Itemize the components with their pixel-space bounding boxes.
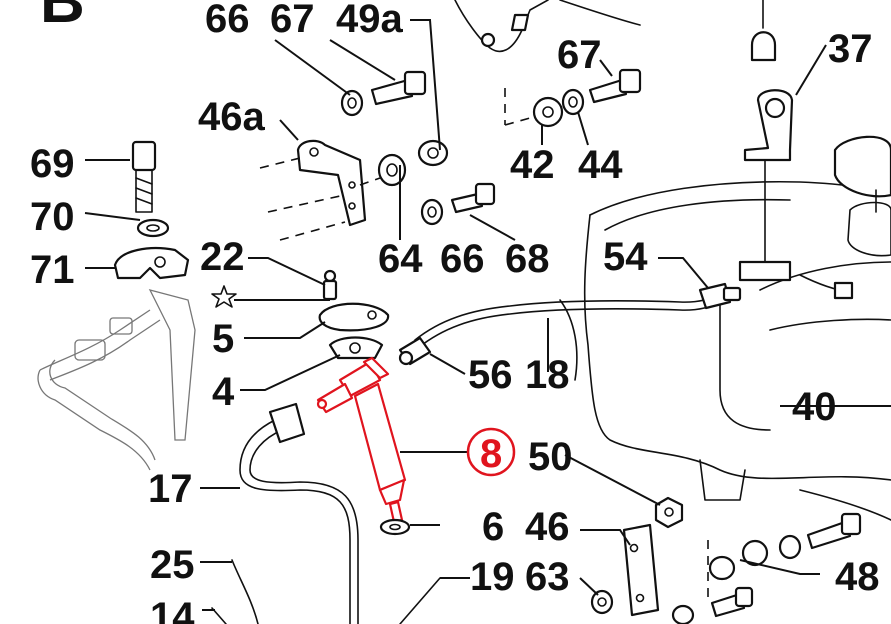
- label-54: 54: [603, 235, 648, 279]
- label-42: 42: [510, 143, 555, 187]
- valve-22: [322, 269, 338, 301]
- spacer-49a: [417, 139, 449, 167]
- label-71: 71: [30, 248, 75, 292]
- label-6: 6: [482, 505, 504, 549]
- label-66b: 66: [440, 237, 485, 281]
- label-67b: 67: [557, 33, 602, 77]
- seal-4: [328, 336, 384, 360]
- label-46a: 46a: [198, 95, 265, 139]
- label-67a: 67: [270, 0, 315, 41]
- highlight-circle: [466, 427, 516, 477]
- washer-66a: [340, 89, 364, 117]
- spacer-64: [377, 153, 407, 187]
- label-68: 68: [505, 237, 550, 281]
- label-5: 5: [212, 317, 234, 361]
- washer-66b: [420, 198, 444, 226]
- label-40: 40: [792, 385, 837, 429]
- bracket-46a: [296, 139, 367, 227]
- label-44: 44: [578, 143, 623, 187]
- fuel-line-18: [398, 282, 742, 366]
- plate-5: [318, 302, 390, 332]
- clamp-71: [113, 247, 190, 280]
- label-56: 56: [468, 353, 513, 397]
- injector-8: [316, 356, 407, 524]
- star-outline-icon: [211, 285, 237, 308]
- filler-cap: [833, 135, 891, 257]
- fittings-48: [671, 512, 862, 624]
- label-50: 50: [528, 435, 573, 479]
- label-8: 8: [480, 432, 502, 476]
- tank-assembly: [559, 180, 891, 521]
- label-49a: 49a: [336, 0, 403, 41]
- section-letter: B: [40, 0, 85, 36]
- label-66a: 66: [205, 0, 250, 41]
- washer-6: [379, 518, 411, 536]
- washer-70: [136, 218, 170, 238]
- acorn-nut: [750, 0, 777, 62]
- bolt-69: [131, 140, 157, 213]
- label-18: 18: [525, 353, 570, 397]
- screw-67a: [370, 70, 427, 106]
- label-17: 17: [148, 467, 193, 511]
- nut-50: [654, 496, 684, 529]
- washer-44: [561, 88, 585, 116]
- screw-67b: [588, 68, 642, 104]
- label-64: 64: [378, 237, 423, 281]
- label-25: 25: [150, 543, 195, 587]
- leader-lines: [84, 19, 891, 611]
- ghost-injector: [37, 289, 196, 471]
- return-pipe-17: [239, 402, 359, 624]
- alignment-lines: [259, 88, 709, 600]
- label-14: 14: [150, 595, 195, 624]
- bushing-42: [532, 96, 564, 128]
- label-22: 22: [200, 235, 245, 279]
- label-70: 70: [30, 195, 75, 239]
- plate-46: [622, 523, 660, 617]
- label-46: 46: [525, 505, 570, 549]
- label-69: 69: [30, 142, 75, 186]
- label-37: 37: [828, 27, 873, 71]
- hanger-bracket-37: [738, 89, 854, 300]
- label-48: 48: [835, 555, 880, 599]
- washer-63: [590, 589, 614, 615]
- label-19: 19: [470, 555, 515, 599]
- hose-25-14: [211, 559, 441, 624]
- label-63: 63: [525, 555, 570, 599]
- callout-labels: B 66 67 49a 67 37 46a 42 44 69 70 71 64 …: [30, 0, 880, 624]
- label-4: 4: [212, 370, 235, 414]
- screw-68: [450, 182, 496, 214]
- top-bracket: [454, 0, 641, 53]
